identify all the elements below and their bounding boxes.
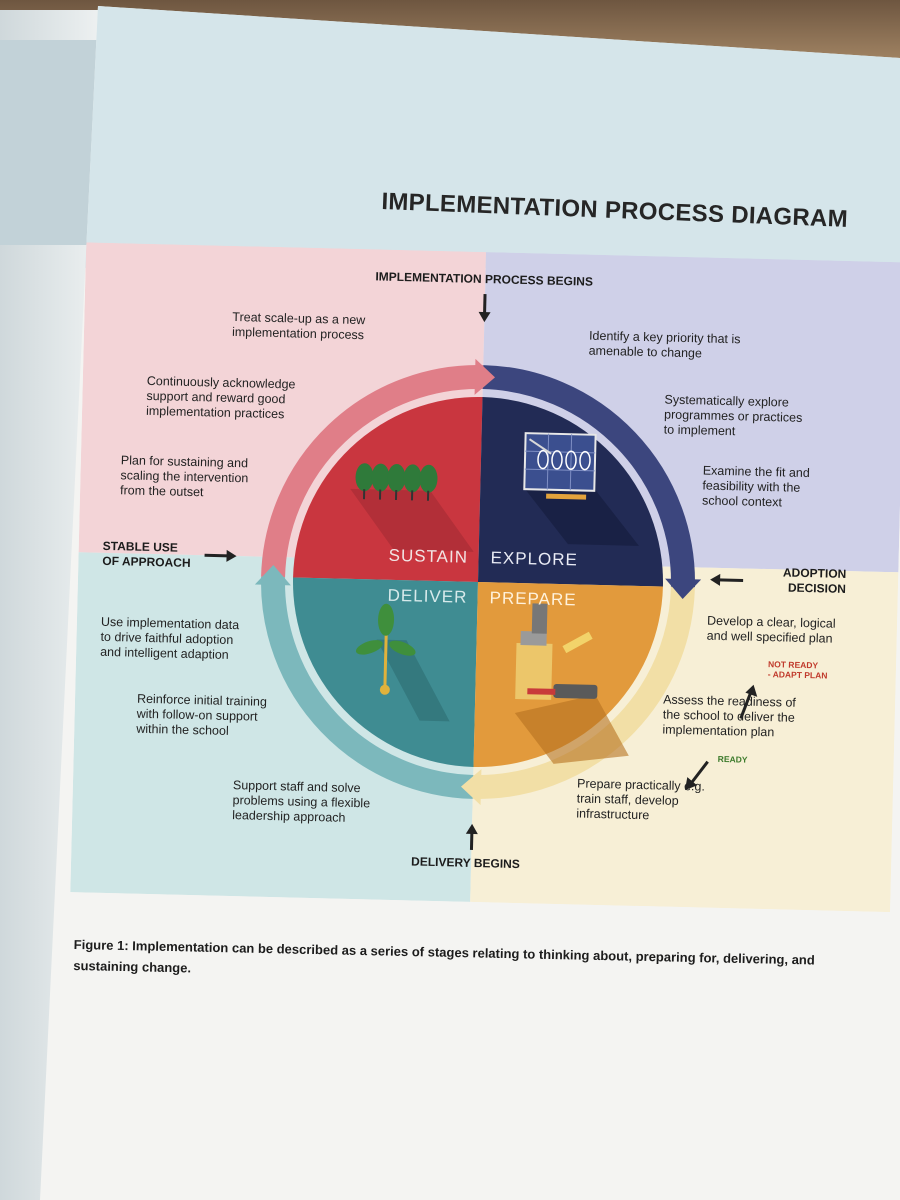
milestone-delivery: DELIVERY BEGINS (410, 854, 520, 872)
milestone-stable-line2: OF APPROACH (102, 553, 191, 570)
figure-caption: Figure 1: Implementation can be describe… (73, 936, 815, 976)
sustain-step-1-line3: from the outset (119, 483, 204, 500)
book-page: IMPLEMENTATION PROCESS DIAGRAM (40, 6, 900, 1200)
stage-label-sustain: SUSTAIN (388, 545, 469, 567)
explore-step-2: Systematically explore programmes or pra… (664, 393, 803, 441)
diagram-panel: SUSTAIN EXPLORE DELIVER PREPARE IMPLEMEN… (70, 242, 900, 913)
ring-arc-sustain (261, 365, 484, 578)
adoption-arrow (710, 573, 744, 586)
deliver-step-2-line3: within the school (136, 721, 229, 738)
prepare-step-2: Assess the readiness of the school to de… (662, 693, 796, 741)
sustain-step-3: Treat scale-up as a new implementation p… (232, 310, 366, 343)
ring-arc-prepare (472, 586, 695, 799)
seedling-icon (355, 603, 450, 722)
ring-arrow-deliver (254, 564, 291, 586)
stable-arrow (204, 549, 237, 562)
milestone-adoption-line2: DECISION (787, 580, 847, 596)
ring-arc-explore (482, 365, 695, 588)
sustain-step-2: Continuously acknowledge support and rew… (146, 374, 296, 423)
deliver-step-2: Reinforce initial training with follow-o… (136, 692, 267, 740)
not-ready-arrow (739, 684, 758, 719)
delivery-arrow (465, 823, 478, 850)
prepare-step-3-line3: infrastructure (576, 806, 650, 823)
ready-label: READY (717, 753, 748, 765)
deliver-step-3: Use implementation data to drive faithfu… (100, 615, 239, 663)
ring-arrow-explore (665, 578, 702, 600)
milestone-adoption: ADOPTION DECISION (782, 565, 847, 597)
blueprint-icon (523, 432, 639, 546)
explore-step-3-line3: school context (701, 493, 783, 510)
trees-icon (350, 463, 474, 552)
milestone-adoption-line1: ADOPTION (782, 565, 847, 581)
sustain-step-1: Plan for sustaining and scaling the inte… (120, 453, 249, 501)
prepare-step-3: Prepare practically e.g. train staff, de… (576, 776, 705, 824)
explore-step-3: Examine the fit and feasibility with the… (702, 463, 810, 511)
deliver-step-1: Support staff and solve problems using a… (232, 778, 371, 826)
sustain-step-3-line2: implementation process (231, 324, 365, 343)
stage-label-deliver: DELIVER (387, 585, 468, 607)
ring-arc-deliver (261, 576, 474, 799)
stage-label-prepare: PREPARE (489, 588, 577, 610)
ready-arrow (684, 760, 709, 791)
header-band (40, 6, 900, 268)
not-ready-label: NOT READY - ADAPT PLAN (768, 659, 828, 680)
stage-label-explore: EXPLORE (490, 548, 579, 570)
prepare-step-1: Develop a clear, logical and well specif… (707, 614, 836, 647)
not-ready-line2: - ADAPT PLAN (767, 669, 828, 681)
explore-step-1: Identify a key priority that is amenable… (588, 329, 741, 363)
begins-arrow (478, 294, 491, 323)
ring-arrow-sustain (474, 358, 496, 395)
tools-icon (514, 603, 629, 764)
prepare-step-1-line2: and well specified plan (706, 628, 833, 646)
process-diagram (70, 242, 900, 913)
milestone-stable: STABLE USE OF APPROACH (102, 539, 191, 571)
ring-arrow-prepare (460, 769, 482, 806)
